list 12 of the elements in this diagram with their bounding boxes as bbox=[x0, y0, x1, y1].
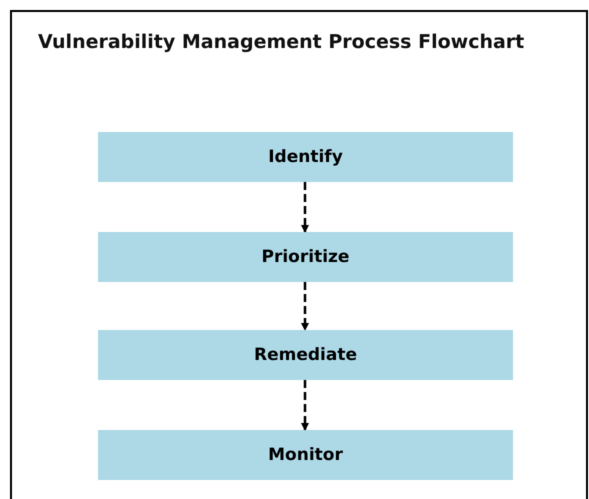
process-box bbox=[98, 430, 513, 480]
step-label: Monitor bbox=[268, 445, 343, 465]
arrow bbox=[301, 282, 309, 331]
arrow bbox=[301, 380, 309, 431]
step-label: Prioritize bbox=[262, 247, 350, 267]
process-box bbox=[98, 330, 513, 380]
step-label: Identify bbox=[268, 147, 343, 167]
step-label: Remediate bbox=[254, 345, 357, 365]
process-box bbox=[98, 232, 513, 282]
process-box bbox=[98, 132, 513, 182]
arrow bbox=[301, 182, 309, 233]
chart-title: Vulnerability Management Process Flowchart bbox=[38, 31, 524, 53]
